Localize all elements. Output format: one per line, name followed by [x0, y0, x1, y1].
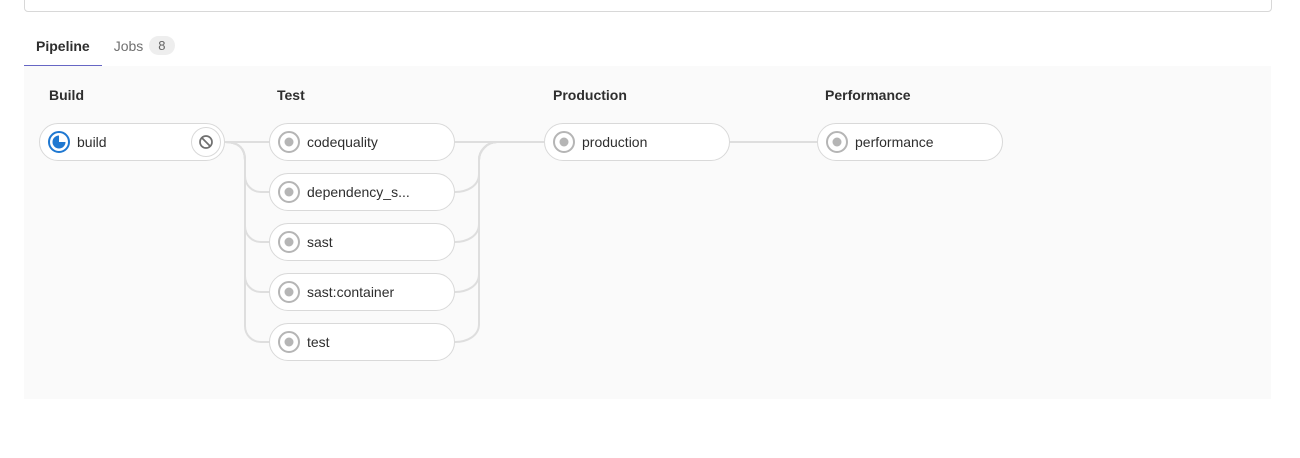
stage-header-production: Production: [553, 87, 627, 103]
tab-pipeline-label: Pipeline: [36, 37, 90, 54]
status-created-icon: [278, 131, 300, 153]
status-created-icon: [278, 181, 300, 203]
job-label: test: [307, 334, 330, 350]
pipeline-tabs: Pipeline Jobs 8: [24, 24, 1271, 69]
job-label: codequality: [307, 134, 378, 150]
job-pill-test[interactable]: test: [269, 323, 455, 361]
job-label: dependency_s...: [307, 184, 410, 200]
job-pill-build[interactable]: build: [39, 123, 225, 161]
job-pill-dependency-scanning[interactable]: dependency_s...: [269, 173, 455, 211]
status-running-icon: [48, 131, 70, 153]
tab-jobs[interactable]: Jobs 8: [102, 24, 187, 68]
job-label: performance: [855, 134, 934, 150]
tab-jobs-label: Jobs: [113, 37, 144, 54]
status-created-icon: [278, 281, 300, 303]
status-created-icon: [553, 131, 575, 153]
job-label: production: [582, 134, 648, 150]
stage-header-test: Test: [277, 87, 305, 103]
jobs-count-badge: 8: [149, 36, 175, 55]
job-pill-sast-container[interactable]: sast:container: [269, 273, 455, 311]
job-pill-production[interactable]: production: [544, 123, 730, 161]
job-label: sast:container: [307, 284, 395, 300]
status-created-icon: [826, 131, 848, 153]
cancel-job-button[interactable]: [191, 127, 221, 157]
tab-pipeline[interactable]: Pipeline: [24, 24, 102, 68]
job-label: sast: [307, 234, 333, 250]
cancel-icon: [199, 135, 213, 149]
job-pill-performance[interactable]: performance: [817, 123, 1003, 161]
status-created-icon: [278, 331, 300, 353]
job-pill-codequality[interactable]: codequality: [269, 123, 455, 161]
pipeline-summary-box-bottom: [24, 0, 1272, 12]
job-label: build: [77, 134, 107, 150]
pipeline-graph: [24, 66, 1271, 399]
job-pill-sast[interactable]: sast: [269, 223, 455, 261]
stage-header-build: Build: [49, 87, 84, 103]
status-created-icon: [278, 231, 300, 253]
stage-header-performance: Performance: [825, 87, 911, 103]
